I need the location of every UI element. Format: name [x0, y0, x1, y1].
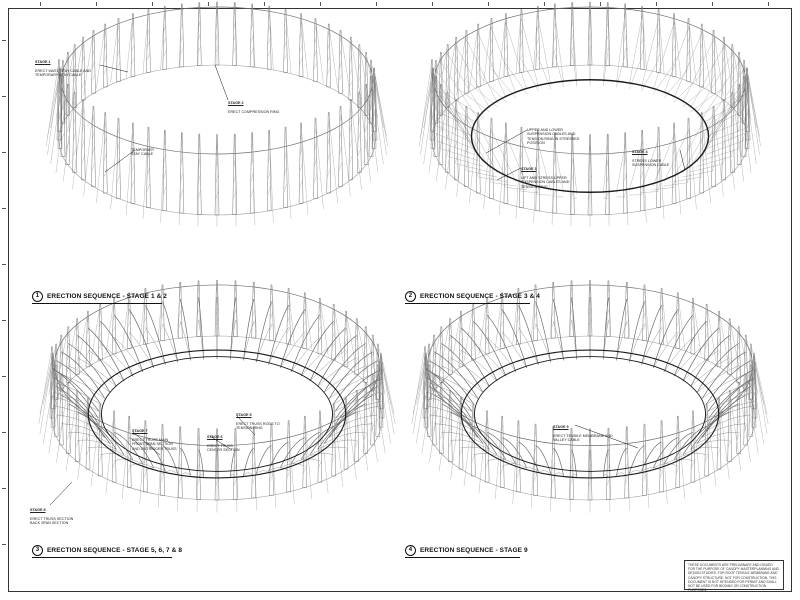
leader-line-0 — [99, 64, 129, 73]
leader-line-1 — [214, 64, 229, 101]
margin-tick — [488, 2, 489, 6]
panel-3-title: ERECTION SEQUENCE - STAGE 5, 6, 7 & 8 — [47, 547, 183, 554]
note-stage-3: STAGE 3 LIFT AND STRESS UPPER SUSPENSION… — [521, 162, 569, 190]
note-stage-4-title: STAGE 4 — [632, 149, 648, 154]
note-stage-2-title: STAGE 2 — [228, 100, 244, 105]
margin-tick — [600, 2, 601, 6]
note-stage-2-text: ERECT COMPRESSION RING — [228, 109, 280, 114]
note-stage-9: STAGE 9 ERECT TENSILE MEMBRANE AND VALLE… — [553, 420, 613, 443]
panel-4-number: 4 — [405, 545, 416, 556]
note-stage-7-text: ERECT TRUSS MAIN FRONT SPAN SECTION AND … — [132, 437, 177, 451]
note-stage-7-title: STAGE 7 — [132, 428, 148, 433]
note-stage-6-text: ERECT TRUSS CENTER SECTION — [207, 443, 240, 453]
margin-tick — [2, 96, 6, 97]
panel-4-caption: 4 ERECTION SEQUENCE - STAGE 9 — [405, 545, 528, 558]
margin-tick — [40, 2, 41, 6]
stadium-4 — [411, 279, 769, 513]
margin-tick — [2, 152, 6, 153]
panel-4-title: ERECTION SEQUENCE - STAGE 9 — [420, 547, 528, 554]
leader-line-4 — [496, 167, 522, 181]
note-stage-6-title: STAGE 6 — [207, 434, 223, 439]
note-stage-1: STAGE 1 ERECT MAST, STAY CABLE AND TEMPO… — [35, 55, 91, 78]
margin-tick — [2, 376, 6, 377]
margin-tick — [320, 2, 321, 6]
note-stage-2: STAGE 2 ERECT COMPRESSION RING — [228, 96, 279, 114]
panel-2-title: ERECTION SEQUENCE - STAGE 3 & 4 — [420, 293, 540, 300]
panel-1-title: ERECTION SEQUENCE - STAGE 1 & 2 — [47, 293, 167, 300]
leader-line-10 — [574, 424, 639, 449]
stadium-1 — [46, 1, 388, 227]
note-suspension-cables-text: UPPER AND LOWER SUSPENSION CABLES AND TE… — [527, 127, 580, 146]
leader-line-3 — [485, 129, 528, 154]
note-stage-1-title: STAGE 1 — [35, 59, 51, 64]
panel-3-caption: 3 ERECTION SEQUENCE - STAGE 5, 6, 7 & 8 — [32, 545, 183, 558]
note-stage-1-text: ERECT MAST, STAY CABLE AND TEMPORARY STA… — [35, 68, 92, 78]
note-stage-6: STAGE 6 ERECT TRUSS CENTER SECTION — [207, 430, 240, 453]
note-stage-3-text: LIFT AND STRESS UPPER SUSPENSION CABLES … — [521, 175, 570, 189]
margin-tick — [2, 208, 6, 209]
note-temporary-stay-cable-text: TEMPORARY STAY CABLE — [131, 147, 155, 157]
note-stage-7: STAGE 7 ERECT TRUSS MAIN FRONT SPAN SECT… — [132, 424, 177, 452]
note-stage-3-title: STAGE 3 — [521, 166, 537, 171]
margin-tick — [376, 2, 377, 6]
note-stage-5-text: ERECT TRUSS RODS TO TENSION RING — [236, 421, 280, 431]
margin-tick — [2, 264, 6, 265]
margin-tick — [656, 2, 657, 6]
note-stage-8-text: ERECT TRUSS SECTION BACK SPAN SECTION — [30, 516, 74, 526]
note-stage-8: STAGE 8 ERECT TRUSS SECTION BACK SPAN SE… — [30, 503, 73, 526]
note-stage-8-title: STAGE 8 — [30, 507, 46, 512]
margin-tick — [152, 2, 153, 6]
margin-tick — [712, 2, 713, 6]
leader-line-6 — [132, 431, 161, 456]
margin-tick — [264, 2, 265, 6]
margin-tick — [208, 2, 209, 6]
stadium-2 — [419, 1, 761, 227]
margin-tick — [96, 2, 97, 6]
panel-2-number: 2 — [405, 291, 416, 302]
note-suspension-cables: UPPER AND LOWER SUSPENSION CABLES AND TE… — [527, 123, 579, 146]
note-stage-9-text: ERECT TENSILE MEMBRANE AND VALLEY CABLE — [553, 433, 613, 443]
margin-tick — [2, 488, 6, 489]
margin-tick — [2, 544, 6, 545]
margin-tick — [2, 320, 6, 321]
leader-line-7 — [236, 415, 256, 436]
note-temporary-stay-cable: TEMPORARY STAY CABLE — [131, 143, 154, 157]
panel-3-number: 3 — [32, 545, 43, 556]
note-stage-4: STAGE 4 STRESS LOWER SUSPENSION CABLE — [632, 145, 669, 168]
leader-lines — [49, 64, 686, 506]
note-stage-9-title: STAGE 9 — [553, 424, 569, 429]
stadium-3 — [38, 279, 396, 513]
leader-line-5 — [679, 149, 686, 171]
note-stage-5-title: STAGE 5 — [236, 412, 252, 417]
sheet-border — [8, 8, 792, 592]
disclaimer-box: THESE DOCUMENTS ARE PRELIMINARY AND ISSU… — [684, 560, 784, 592]
panel-1-caption: 1 ERECTION SEQUENCE - STAGE 1 & 2 — [32, 291, 167, 304]
leader-line-8 — [209, 435, 233, 451]
margin-tick — [544, 2, 545, 6]
margin-tick — [768, 2, 769, 6]
panel-1-number: 1 — [32, 291, 43, 302]
note-stage-5: STAGE 5 ERECT TRUSS RODS TO TENSION RING — [236, 408, 280, 431]
margin-tick — [2, 40, 6, 41]
leader-line-2 — [104, 149, 136, 173]
panel-2-caption: 2 ERECTION SEQUENCE - STAGE 3 & 4 — [405, 291, 540, 304]
leader-line-9 — [49, 481, 73, 506]
note-stage-4-text: STRESS LOWER SUSPENSION CABLE — [632, 158, 670, 168]
margin-tick — [432, 2, 433, 6]
margin-tick — [2, 432, 6, 433]
